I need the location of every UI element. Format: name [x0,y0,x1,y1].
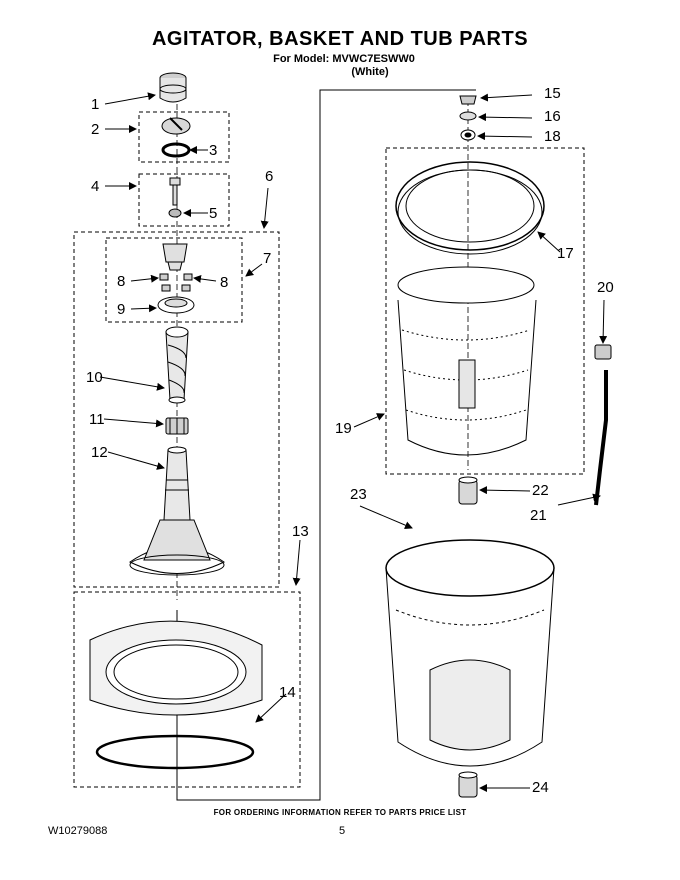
callout-1: 1 [91,96,100,113]
callout-7: 7 [263,250,272,267]
group-box-2-3 [138,111,230,163]
part-19-basket [397,266,537,456]
part-21-hose [594,370,608,506]
page-title: AGITATOR, BASKET AND TUB PARTS [151,28,529,50]
callout-13: 13 [292,523,309,540]
model-line: For Model: MVWC7ESWW0 [273,53,415,65]
part-15-nut [459,95,477,105]
part-17-balance-ring [395,161,545,255]
callout-9: 9 [117,301,126,318]
callout-21: 21 [530,507,547,524]
part-12-agitator-base [129,446,225,576]
part-2-seal [161,117,191,135]
part-18-hub [460,129,476,141]
callout-16: 16 [544,108,561,125]
callout-14: 14 [279,684,296,701]
callout-20: 20 [597,279,614,296]
part-23-tub [385,539,555,767]
group-box-13 [73,591,301,788]
part-3-ring [161,142,191,158]
callout-2: 2 [91,121,100,138]
part-16-washer [459,111,477,121]
part-24-plug [458,771,478,798]
document-number: W10279088 [48,825,108,837]
group-box-7 [105,237,243,323]
part-22-seal [458,476,478,505]
callout-10: 10 [86,369,103,386]
color-line: (White) [351,66,389,78]
part-1-agitator-cap [159,72,187,103]
callout-6: 6 [265,168,274,185]
callout-18: 18 [544,128,561,145]
part-14-tub-ring [89,620,263,770]
callout-8-left: 8 [117,273,126,290]
callout-3: 3 [209,142,218,159]
callout-5: 5 [209,205,218,222]
callout-19: 19 [335,420,352,437]
callout-11: 11 [89,411,105,428]
page-number: 5 [339,825,346,837]
callout-22: 22 [532,482,549,499]
ordering-note: FOR ORDERING INFORMATION REFER TO PARTS … [213,808,467,817]
leader-lines [99,92,608,792]
callout-15: 15 [544,85,561,102]
callout-4: 4 [91,178,100,195]
group-box-17-19 [385,147,585,475]
group-box-4-5 [138,173,230,227]
callout-17: 17 [557,245,574,262]
part-8-dogs [159,273,193,292]
part-4-bolt [169,177,181,206]
part-10-auger [165,326,189,404]
callout-24: 24 [532,779,549,796]
part-20-fitting [594,344,612,360]
callout-23: 23 [350,486,367,503]
part-11-bearing [165,417,189,435]
group-boxes [73,111,585,788]
part-7-cam [162,243,188,271]
part-9-retainer [157,296,195,314]
callout-12: 12 [91,444,108,461]
part-5-washer [168,208,182,218]
callout-8-right: 8 [220,274,229,291]
